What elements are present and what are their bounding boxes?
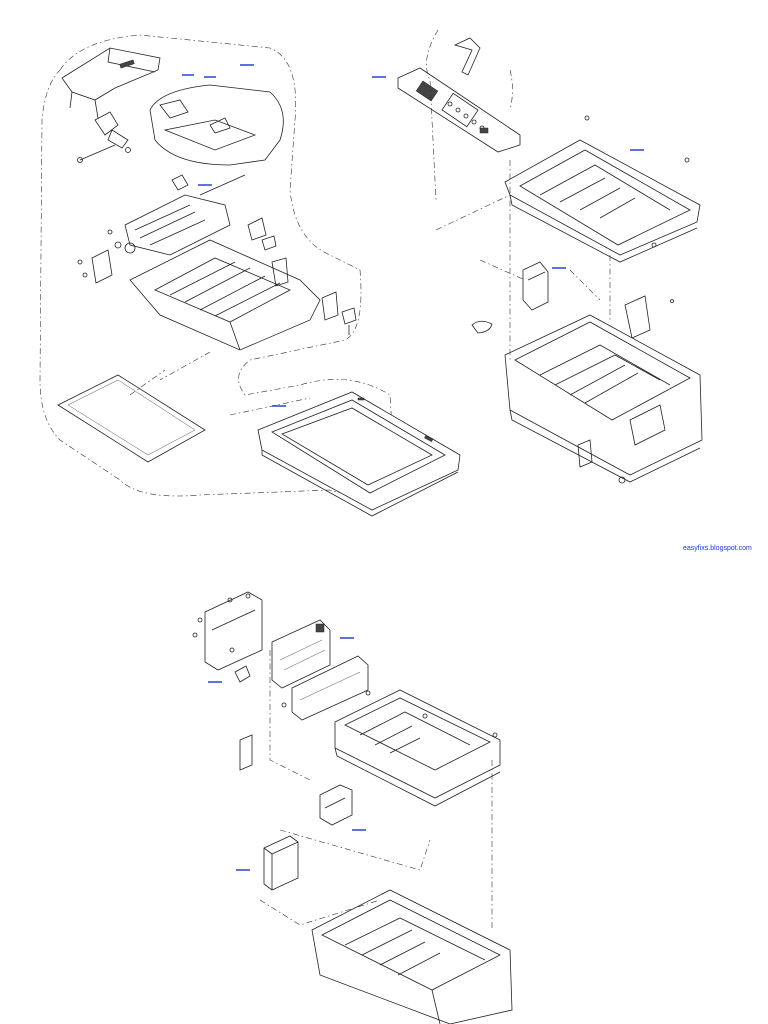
- side-bracket-right: [624, 295, 651, 339]
- document-tray: [149, 84, 284, 166]
- sensor-unit: [522, 261, 549, 311]
- adf-scanner-assembly: [39, 34, 461, 517]
- mounting-plate: [192, 591, 263, 671]
- bottom-lower-chassis: [311, 889, 513, 1024]
- adf-cover: [61, 47, 161, 119]
- print-mechanism: [334, 689, 501, 807]
- adf-feeder-unit: [114, 194, 231, 256]
- power-supply-unit: [263, 835, 299, 891]
- blog-watermark: easyfixs.blogspot.com: [683, 545, 752, 552]
- panel-ribbon-cable: [453, 37, 481, 76]
- power-board: [319, 784, 353, 826]
- secondary-board: [281, 655, 369, 721]
- scanner-lower-frame: [129, 239, 321, 351]
- callout-markers: [182, 64, 644, 871]
- internal-assembly: [192, 591, 513, 1024]
- scanner-base-unit: [257, 391, 461, 517]
- printer-lower-chassis: [504, 314, 703, 484]
- main-board: [271, 619, 331, 689]
- tray-shaft: [199, 174, 246, 196]
- top-housing-cover: [504, 115, 701, 263]
- group-boundary-top-left: [39, 34, 393, 497]
- control-panel: [397, 67, 521, 153]
- panel-housing-assembly: [397, 29, 703, 484]
- flat-cable: [239, 734, 253, 771]
- feeder-side-bracket: [77, 229, 113, 284]
- small-sensor: [234, 665, 251, 683]
- tray-clip: [171, 174, 189, 191]
- document-mat: [57, 374, 206, 463]
- frame-small-parts: [247, 217, 357, 335]
- gear-part: [471, 320, 493, 334]
- hinge-parts: [77, 111, 131, 163]
